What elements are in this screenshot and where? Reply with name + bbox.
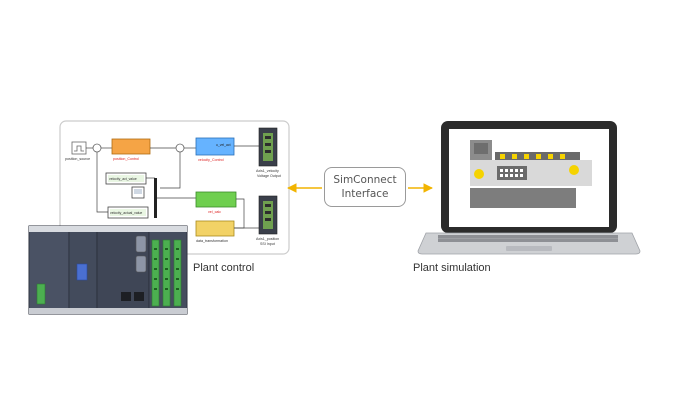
velocity-control-label: velocity_Control: [198, 158, 224, 162]
plant-simulation-label: Plant simulation: [413, 262, 491, 274]
axis1-velocity-label: Axis1_velocity: [256, 169, 279, 173]
left-yellow-roller: [474, 169, 484, 179]
velocity-act-value-label: velocity_act_value: [109, 177, 137, 181]
laptop: [417, 121, 641, 255]
plc-hardware: [28, 225, 188, 315]
ssi-input-module: [258, 195, 278, 235]
ssi-input-label: SSI Input: [260, 242, 275, 246]
simulink-model-panel: position_source position_Control u_vel_a…: [59, 120, 290, 255]
data-transformation-label: data_transformation: [196, 239, 228, 243]
simconnect-interface-box: SimConnect Interface: [324, 167, 406, 207]
position-control-label: position_Control: [113, 157, 139, 161]
vel-calc-label: vel_calc: [208, 210, 221, 214]
position-control-block: [111, 138, 151, 155]
right-yellow-roller: [569, 165, 579, 175]
vel-calc-block: [195, 191, 237, 208]
velocity-actual-value-label: velocity_actual_value: [110, 211, 142, 215]
position-source-label: position_source: [65, 157, 90, 161]
axis1-position-label: Axis1_position: [256, 237, 279, 241]
velocity-control-block: [195, 137, 235, 156]
plant-control-label: Plant control: [193, 262, 254, 274]
velocity-act-port: u_vel_act: [216, 143, 231, 147]
machine-base: [470, 188, 576, 208]
voltage-output-label: Voltage Output: [257, 174, 281, 178]
data-transformation-block: [195, 220, 235, 237]
interface-line-1: SimConnect: [333, 174, 397, 186]
mux-block: [154, 178, 157, 218]
voltage-output-module: [258, 127, 278, 167]
interface-line-2: Interface: [341, 188, 389, 200]
control-panel: [497, 166, 527, 180]
position-source-block: [71, 141, 87, 155]
